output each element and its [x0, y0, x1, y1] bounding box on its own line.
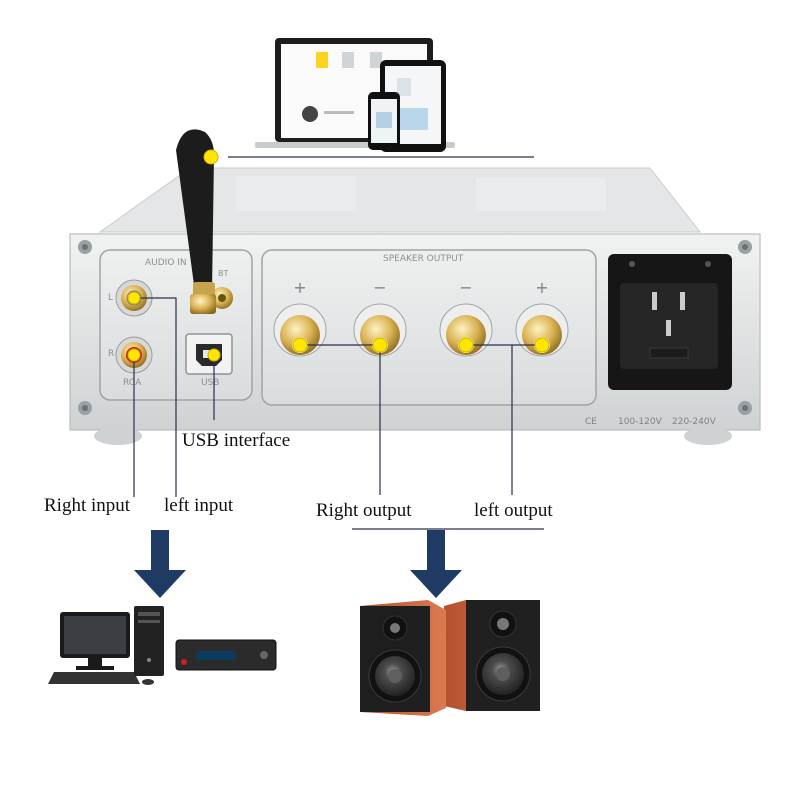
- antenna-marker: [203, 149, 219, 165]
- bt-antenna-connector[interactable]: [211, 287, 233, 309]
- amplifier-rear-panel: AUDIO IN L R RCA USB BT: [69, 129, 761, 445]
- right-output-label: Right output: [316, 500, 412, 521]
- phone-icon: [368, 92, 400, 150]
- left-channel-mark: L: [108, 293, 113, 303]
- down-arrow-icon: [134, 530, 186, 598]
- left-input-label: left input: [164, 495, 234, 516]
- usb-label: USB: [201, 378, 219, 388]
- terminal-mark: +: [293, 278, 306, 297]
- terminal-4[interactable]: +: [515, 278, 569, 357]
- highlight-markers: [127, 149, 550, 362]
- computer-and-player-icon: [48, 606, 277, 685]
- left-input-marker: [127, 291, 141, 305]
- audio-in-label: AUDIO IN: [145, 258, 187, 268]
- rca-label: RCA: [123, 378, 142, 388]
- devices-illustration: [228, 38, 534, 158]
- usb-marker: [207, 348, 221, 362]
- antenna-icon: [176, 129, 216, 314]
- right-input-marker: [127, 348, 141, 362]
- right-input-label: Right input: [44, 495, 131, 516]
- down-arrow-icon: [410, 530, 462, 598]
- voltage-low-label: 100-120V: [618, 417, 663, 427]
- speaker-output-label: SPEAKER OUTPUT: [383, 254, 464, 264]
- power-inlet[interactable]: [608, 254, 732, 390]
- voltage-high-label: 220-240V: [672, 417, 717, 427]
- terminal-3-marker: [458, 337, 474, 353]
- leader-lines: [133, 297, 544, 530]
- left-input-leader: [134, 297, 177, 497]
- right-channel-mark: R: [108, 349, 114, 359]
- usb-interface-label: USB interface: [182, 430, 291, 451]
- left-output-label: left output: [474, 500, 553, 521]
- terminal-2-marker: [372, 337, 388, 353]
- terminal-mark: +: [535, 278, 548, 297]
- terminal-mark: −: [373, 278, 386, 297]
- terminal-4-marker: [534, 337, 550, 353]
- terminal-1-marker: [292, 337, 308, 353]
- ce-mark: CE: [585, 417, 597, 427]
- terminal-mark: −: [459, 278, 472, 297]
- bookshelf-speakers-icon: [360, 600, 540, 716]
- bt-label: BT: [218, 269, 228, 278]
